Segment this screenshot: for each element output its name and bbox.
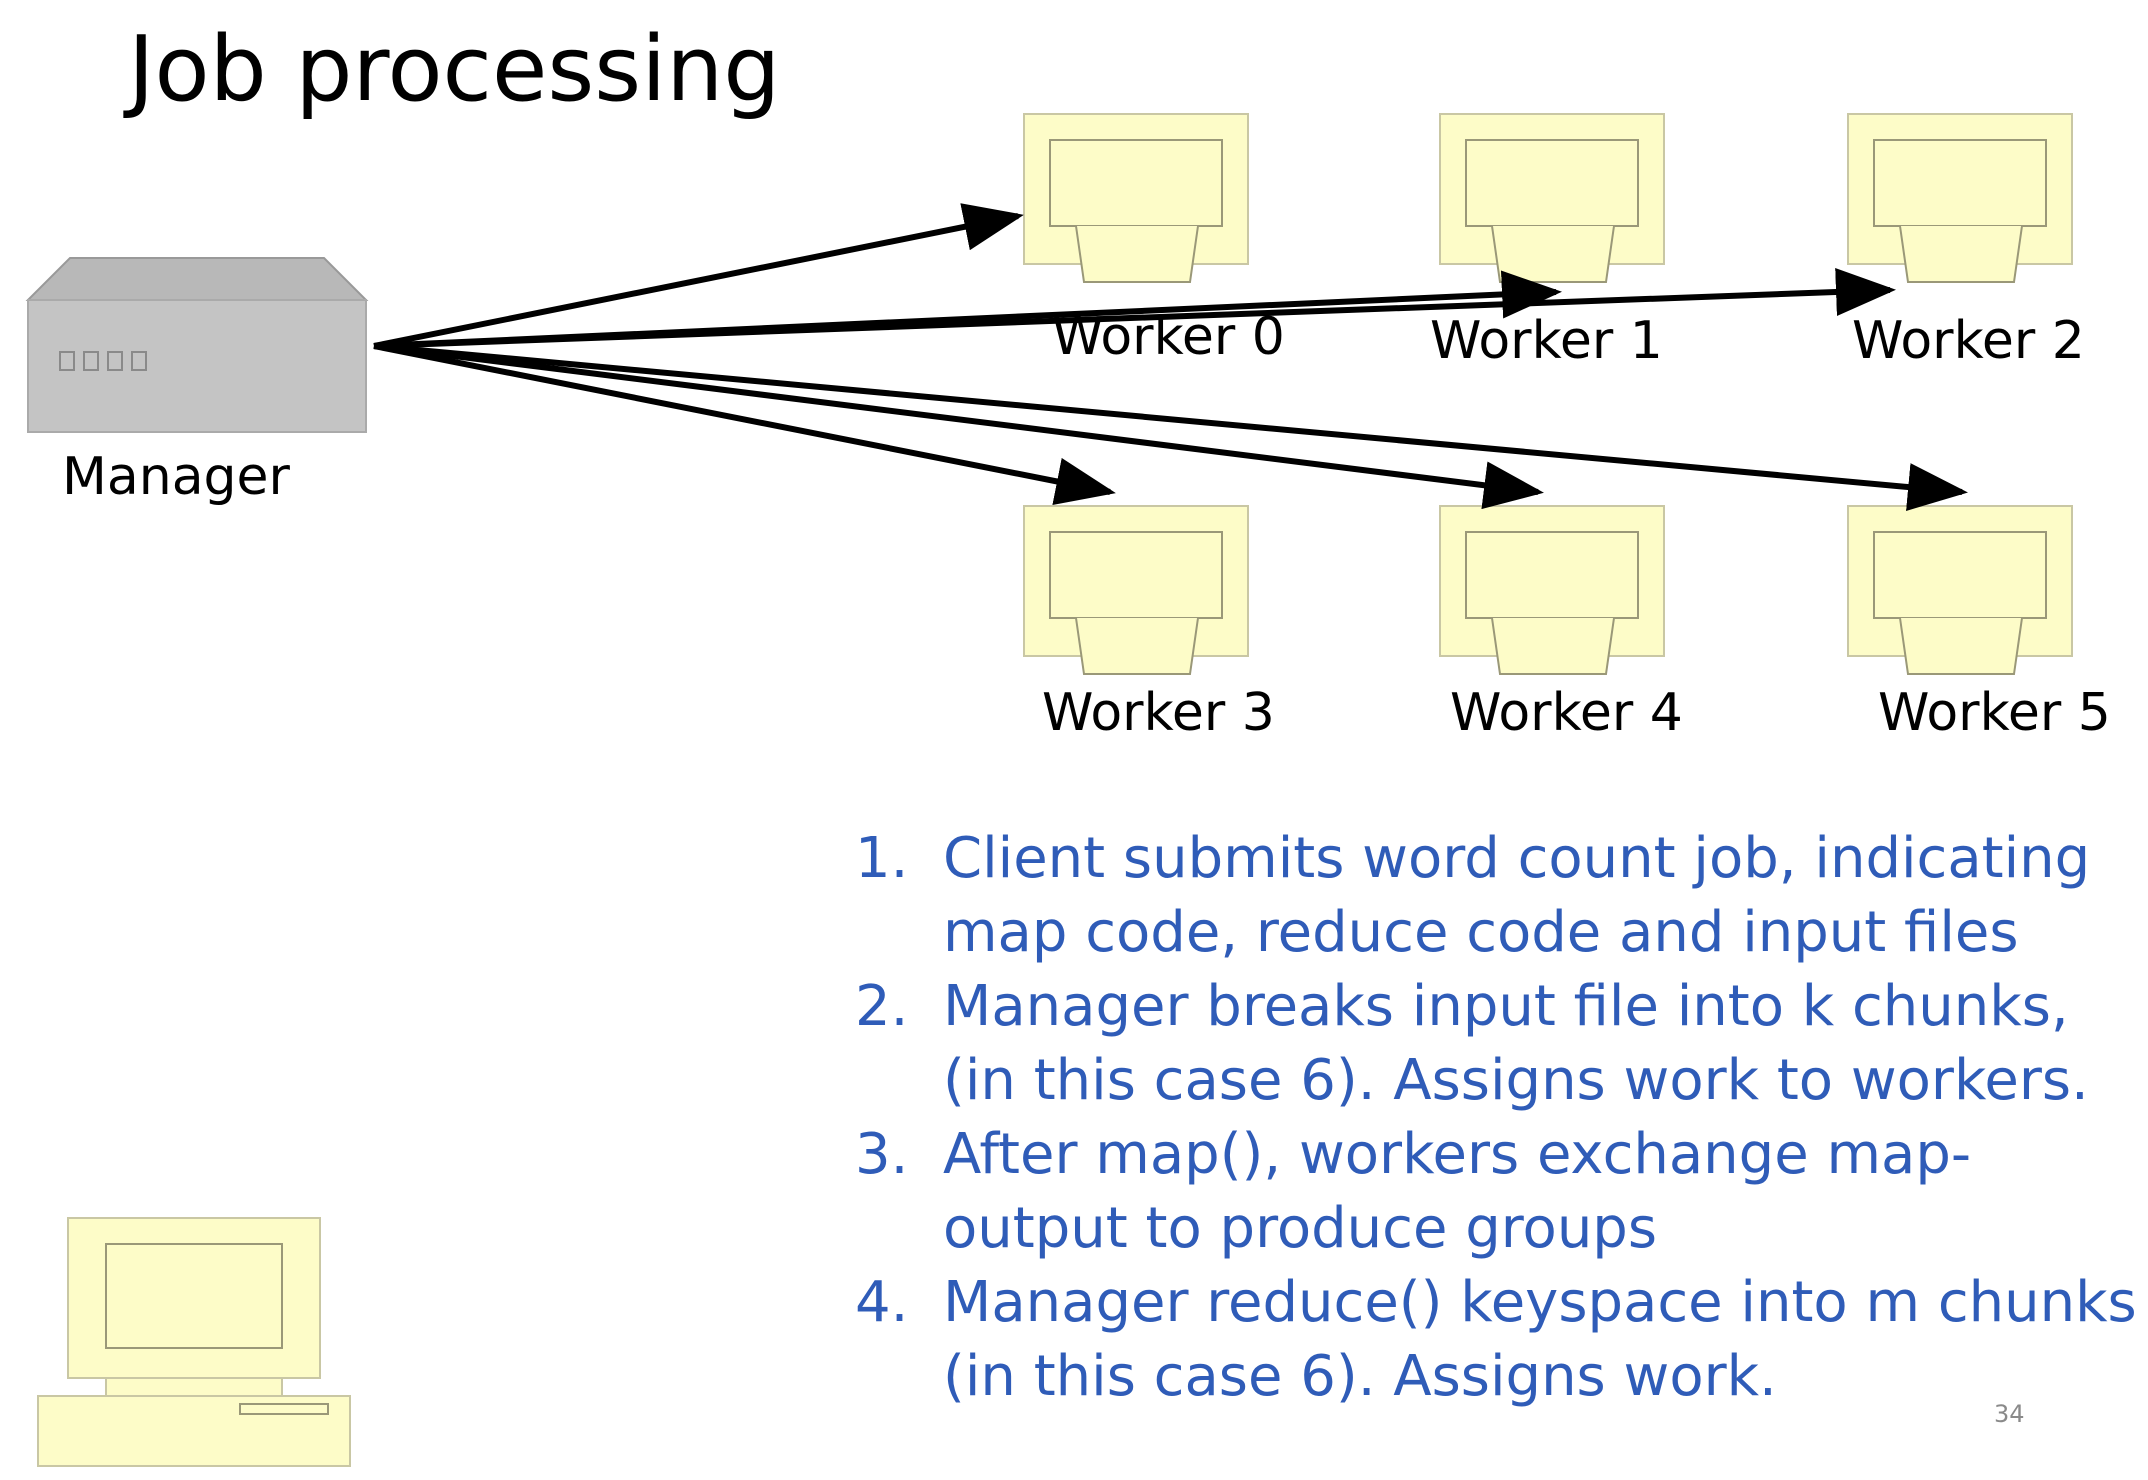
step-number: 1. (855, 826, 909, 891)
job-step: 4. Manager reduce() keyspace into m chunk… (855, 1266, 2145, 1414)
job-step: 3. After map(), workers exchange map-outp… (855, 1118, 2145, 1266)
step-text: After map(), workers exchange map-output… (943, 1122, 1972, 1261)
page-number: 34 (1994, 1400, 2025, 1428)
client-computer (37, 1217, 351, 1467)
step-text: Manager breaks input file into k chunks,… (943, 974, 2089, 1113)
worker-1-label: Worker 1 (1430, 311, 1663, 371)
worker-4-label: Worker 4 (1450, 683, 1683, 743)
worker-5-computer (1847, 505, 2073, 675)
slide-title: Job processing (123, 17, 780, 122)
arrow-to-worker-4 (373, 343, 1544, 510)
worker-5-label: Worker 5 (1878, 683, 2111, 743)
worker-0-computer (1023, 113, 1249, 283)
step-number: 3. (855, 1122, 909, 1187)
worker-4-computer (1439, 505, 1665, 675)
worker-2-computer (1847, 113, 2073, 283)
arrow-to-worker-0 (373, 203, 1024, 349)
step-text: Manager reduce() keyspace into m chunks … (943, 1270, 2137, 1409)
worker-1-computer (1439, 113, 1665, 283)
worker-3-computer (1023, 505, 1249, 675)
arrow-to-worker-3 (373, 343, 1116, 506)
worker-0-label: Worker 0 (1052, 307, 1285, 367)
job-steps-list: 1. Client submits word count job, indicat… (855, 822, 2145, 1414)
step-number: 4. (855, 1270, 909, 1335)
step-number: 2. (855, 974, 909, 1039)
worker-2-label: Worker 2 (1852, 311, 2085, 371)
job-step: 2. Manager breaks input file into k chunk… (855, 970, 2145, 1118)
manager-label: Manager (62, 447, 291, 507)
arrow-to-worker-5 (373, 343, 1968, 511)
job-step: 1. Client submits word count job, indicat… (855, 822, 2145, 970)
manager-server (25, 257, 369, 433)
arrow-to-worker-2 (373, 268, 1896, 349)
step-text: Client submits word count job, indicatin… (943, 826, 2091, 965)
worker-3-label: Worker 3 (1042, 683, 1275, 743)
